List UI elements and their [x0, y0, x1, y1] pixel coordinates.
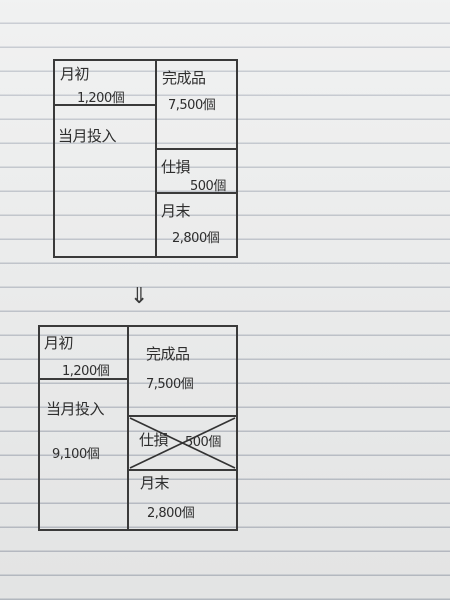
bottom-opening-label: 月初: [44, 334, 74, 352]
top-opening-label: 月初: [60, 65, 90, 83]
top-completed-qty: 7,500個: [168, 98, 216, 113]
top-completed-label: 完成品: [162, 69, 206, 87]
bottom-ending-qty: 2,800個: [147, 506, 195, 521]
bottom-opening-underline: [38, 378, 128, 380]
bottom-completed-underline: [127, 415, 238, 417]
top-spoilage-underline: [155, 192, 238, 194]
bottom-box-frame: [38, 325, 238, 531]
top-spoilage-label: 仕損: [161, 158, 191, 176]
bottom-input-qty: 9,100個: [52, 447, 100, 462]
bottom-spoilage-label: 仕損: [139, 431, 169, 449]
top-opening-qty: 1,200個: [77, 91, 125, 106]
top-box-frame: [53, 59, 238, 258]
bottom-spoilage-qty: 500個: [185, 435, 221, 450]
top-opening-underline: [53, 104, 156, 106]
bottom-input-label: 当月投入: [46, 400, 105, 418]
top-completed-underline: [155, 148, 238, 150]
down-arrow-icon: ⇓: [130, 284, 149, 309]
spoilage-cross-out-mark: [129, 417, 236, 469]
bottom-spoilage-underline: [127, 469, 238, 471]
bottom-completed-qty: 7,500個: [146, 377, 194, 392]
top-ending-label: 月末: [161, 202, 191, 220]
top-ending-qty: 2,800個: [172, 231, 220, 246]
bottom-ending-label: 月末: [140, 474, 170, 492]
top-spoilage-qty: 500個: [190, 179, 226, 194]
top-box-divider: [155, 59, 157, 258]
top-input-label: 当月投入: [58, 127, 117, 145]
bottom-completed-label: 完成品: [146, 345, 190, 363]
bottom-opening-qty: 1,200個: [62, 364, 110, 379]
bottom-box-divider: [127, 325, 129, 531]
